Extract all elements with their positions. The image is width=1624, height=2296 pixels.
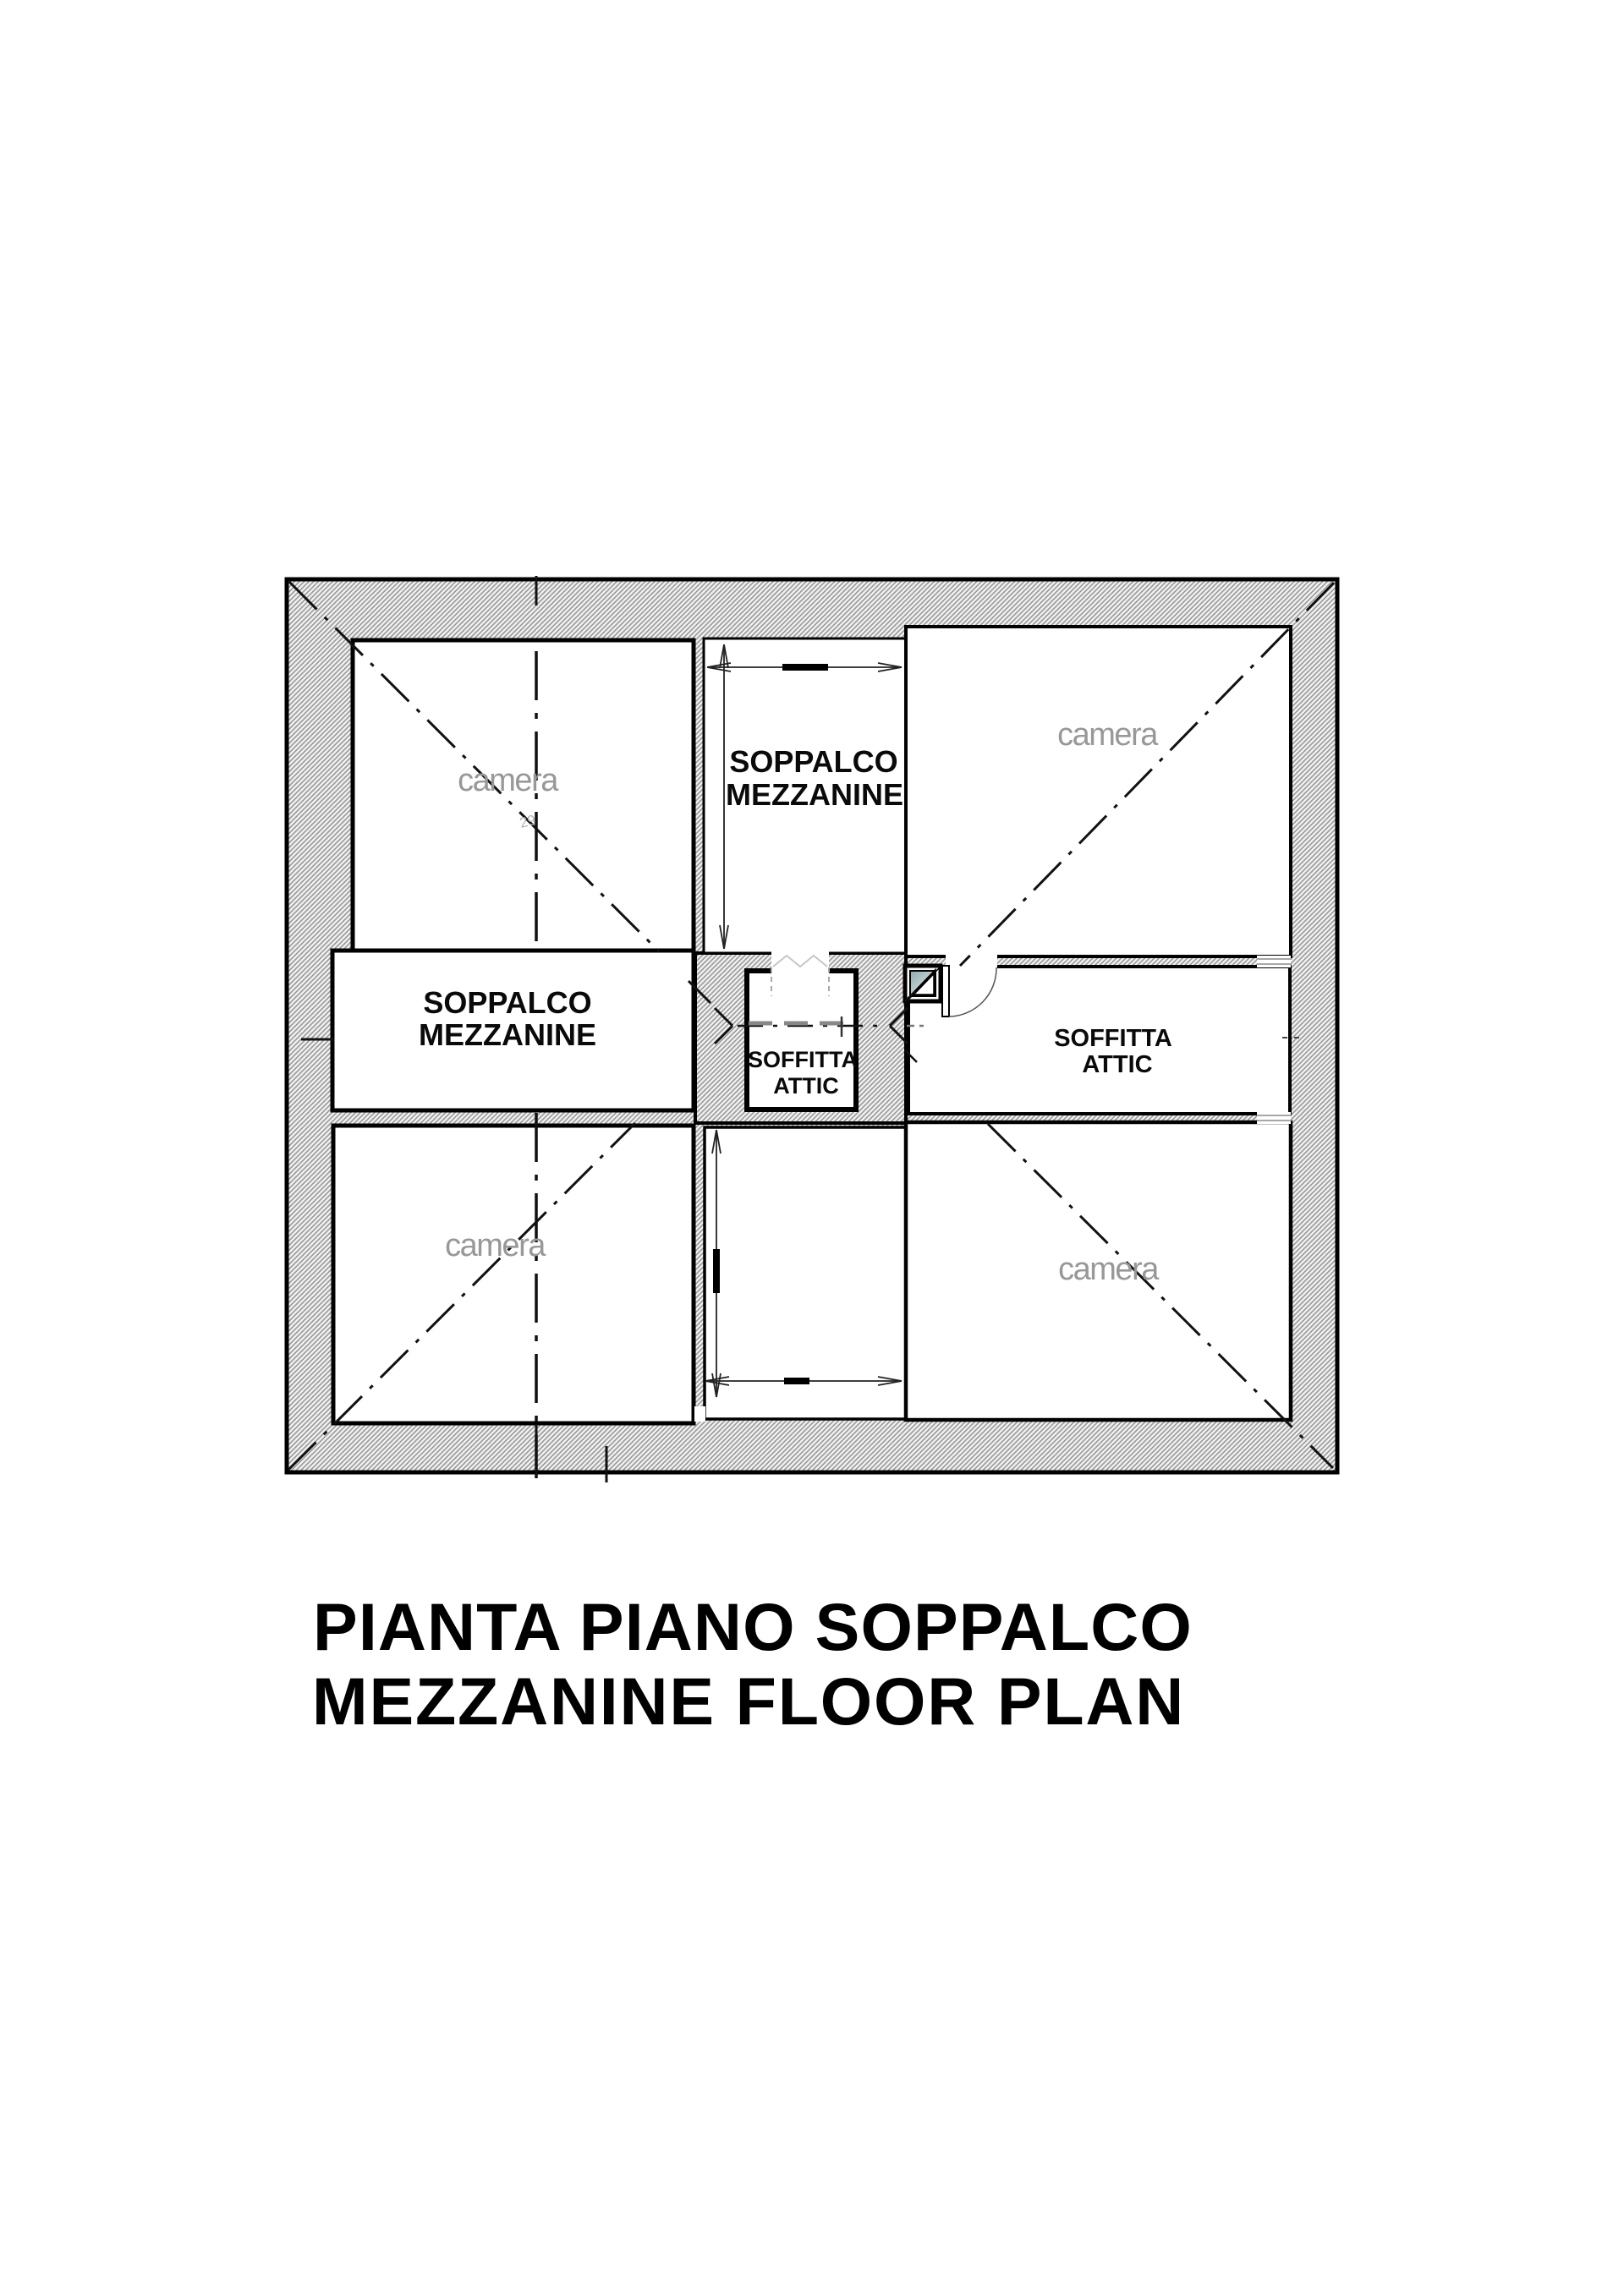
svg-text:SOFFITTA: SOFFITTA xyxy=(1054,1025,1172,1052)
svg-text:ATTIC: ATTIC xyxy=(1082,1051,1152,1078)
svg-text:MEZZANINE FLOOR PLAN: MEZZANINE FLOOR PLAN xyxy=(312,1663,1185,1739)
svg-text:SOFFITTA: SOFFITTA xyxy=(748,1047,858,1072)
svg-text:MEZZANINE: MEZZANINE xyxy=(726,777,903,812)
svg-text:camera: camera xyxy=(458,763,559,798)
svg-text:ATTIC: ATTIC xyxy=(773,1073,838,1099)
svg-text:SOPPALCO: SOPPALCO xyxy=(423,985,591,1020)
svg-text:camera: camera xyxy=(445,1228,546,1263)
svg-text:camera: camera xyxy=(1057,717,1159,753)
svg-text:camera: camera xyxy=(1058,1252,1160,1287)
svg-text:PIANTA PIANO SOPPALCO: PIANTA PIANO SOPPALCO xyxy=(313,1589,1193,1664)
svg-text:29: 29 xyxy=(518,812,537,831)
svg-text:MEZZANINE: MEZZANINE xyxy=(419,1017,596,1052)
svg-text:SOPPALCO: SOPPALCO xyxy=(729,744,897,779)
